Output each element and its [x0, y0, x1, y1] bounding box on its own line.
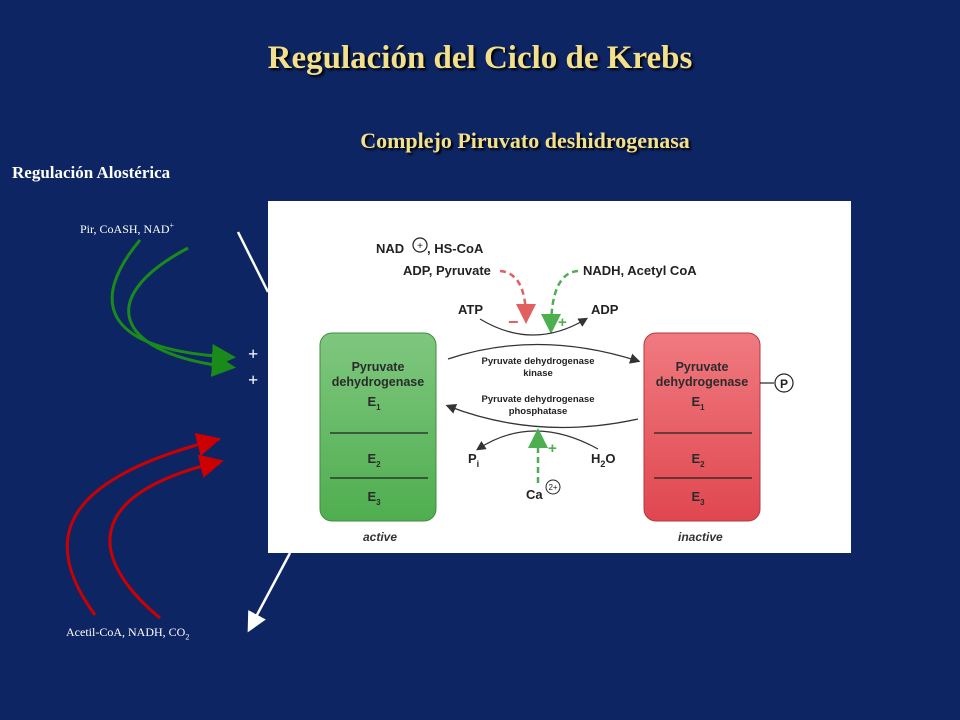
activators-label: Pir, CoASH, NAD+: [80, 221, 175, 236]
red-dashed-arrow: [499, 269, 536, 324]
kinase-label-2: kinase: [523, 368, 553, 379]
green-arrow-1: [110, 239, 236, 369]
active-enzyme-name-1: Pyruvate: [352, 360, 405, 374]
activate-sign: +: [558, 314, 567, 331]
active-state-label: active: [363, 530, 397, 544]
white-line-top: [236, 231, 270, 293]
pi-label: Pi: [468, 451, 479, 469]
kinase-label-1: Pyruvate dehydrogenase: [482, 356, 595, 367]
phosphatase-label-2: phosphatase: [509, 406, 568, 417]
calcium-charge: 2+: [548, 483, 557, 492]
calcium-label: Ca: [526, 487, 543, 502]
nadh-acetylcoa-label: NADH, Acetyl CoA: [583, 263, 697, 278]
inactive-enzyme-name-1: Pyruvate: [676, 360, 729, 374]
plus-charge-circle: [412, 237, 428, 253]
pdh-regulation-figure: NAD + , HS-CoA ADP, Pyruvate NADH, Acety…: [268, 201, 851, 553]
inactive-e2: E2: [691, 451, 705, 469]
green-dashed-arrow: [541, 269, 579, 334]
phosphatase-arrow: [445, 403, 639, 429]
phosphate-circle: [774, 373, 794, 393]
green-arrow-2: [127, 246, 236, 377]
inactive-enzyme-box: [643, 332, 761, 522]
active-e1: E1: [367, 394, 381, 412]
plus-charge: +: [417, 241, 423, 252]
inactive-enzyme-name-2: dehydrogenase: [656, 375, 748, 389]
inhibitors-label: Acetil-CoA, NADH, CO2: [66, 625, 190, 642]
inactive-state-label: inactive: [678, 530, 723, 544]
active-enzyme-box: [319, 332, 437, 522]
atp-label: ATP: [458, 302, 483, 317]
active-enzyme-name-2: dehydrogenase: [332, 375, 424, 389]
white-arrow-bottom: [247, 552, 292, 633]
slide-title: Regulación del Ciclo de Krebs: [267, 40, 693, 76]
nad-label: NAD: [376, 241, 404, 256]
active-e2: E2: [367, 451, 381, 469]
activation-sign-1: +: [248, 344, 259, 364]
red-arrow-1: [65, 432, 221, 616]
h2o-label: H2O: [591, 451, 616, 469]
phosphatase-label-1: Pyruvate dehydrogenase: [482, 394, 595, 405]
calcium-activate-sign: +: [548, 440, 557, 457]
adp-pyruvate-label: ADP, Pyruvate: [403, 263, 491, 278]
section-heading: Regulación Alostérica: [12, 163, 171, 182]
activation-sign-2: +: [248, 370, 259, 390]
hscoa-label: , HS-CoA: [427, 241, 484, 256]
adp-label: ADP: [591, 302, 619, 317]
inhibit-sign: −: [508, 312, 519, 332]
red-arrow-2: [108, 454, 224, 620]
kinase-arrow: [447, 343, 641, 364]
phosphate-label: P: [780, 377, 788, 391]
active-e3: E3: [367, 489, 381, 507]
inactive-e1: E1: [691, 394, 705, 412]
slide-subtitle: Complejo Piruvato deshidrogenasa: [360, 128, 690, 153]
inactive-e3: E3: [691, 489, 705, 507]
atp-to-adp-arrow: [479, 317, 589, 336]
calcium-charge-circle: [545, 479, 561, 495]
